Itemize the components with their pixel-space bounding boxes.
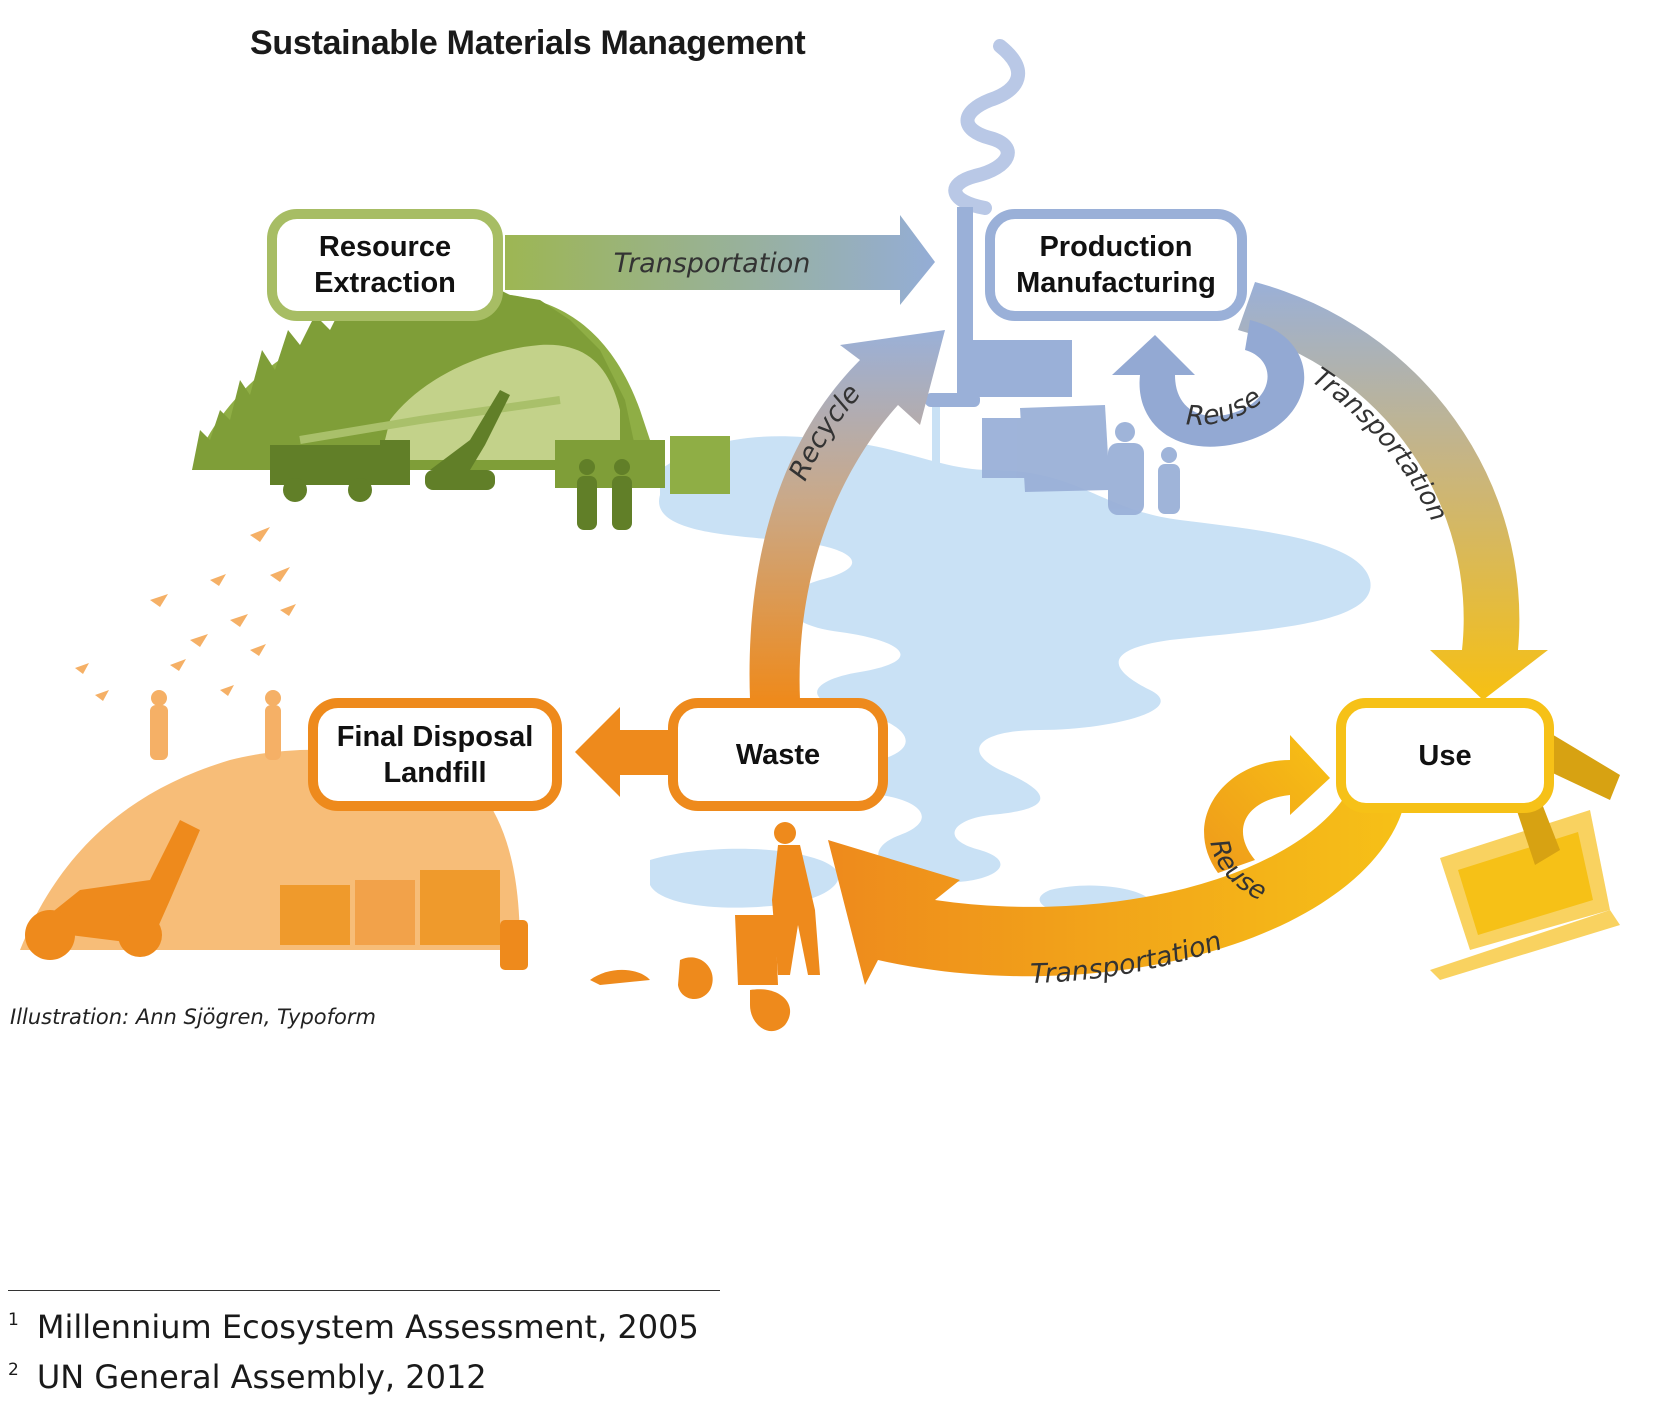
- node-waste: Waste: [668, 698, 888, 811]
- node-waste-label: Waste: [735, 738, 821, 771]
- flow-label-transport-top: Transportation: [614, 248, 811, 279]
- disposal-arrow: [575, 707, 680, 797]
- footnote-1-number: 1: [8, 1310, 19, 1330]
- footnote-1: 1 Millennium Ecosystem Assessment, 2005: [8, 1308, 699, 1346]
- mine-illustration: [192, 285, 730, 530]
- node-resource-line2: Extraction: [314, 267, 456, 299]
- shacks-blue-illustration: [982, 405, 1180, 515]
- footnote-2: 2 UN General Assembly, 2012: [8, 1358, 487, 1396]
- factory-illustration: [925, 207, 1072, 470]
- birds-illustration: [75, 527, 296, 701]
- transport-arrow-right: [1238, 282, 1548, 700]
- transport-arrow-top: [505, 215, 935, 305]
- footnote-1-text: Millennium Ecosystem Assessment, 2005: [36, 1308, 699, 1346]
- diagram-title: Sustainable Materials Management: [250, 24, 806, 62]
- illustration-credit: Illustration: Ann Sjögren, Typoform: [10, 1005, 376, 1029]
- footnote-divider: [8, 1290, 720, 1291]
- node-resource-line1: Resource: [318, 231, 452, 263]
- reuse-loop-use: [1204, 735, 1330, 873]
- recycle-arrow: [749, 330, 945, 700]
- node-production-line1: Production: [1039, 231, 1193, 263]
- node-disposal-line2: Landfill: [383, 756, 487, 789]
- node-production-line2: Manufacturing: [1016, 267, 1216, 299]
- footnote-2-text: UN General Assembly, 2012: [36, 1358, 487, 1396]
- worker-illustration: [590, 822, 820, 1032]
- smoke-illustration: [948, 39, 1026, 215]
- footnote-2-number: 2: [8, 1360, 19, 1380]
- transport-arrow-bottom: [828, 760, 1408, 985]
- node-use-label: Use: [1418, 739, 1472, 772]
- node-disposal-line1: Final Disposal: [336, 720, 534, 753]
- reuse-loop-production: [1112, 320, 1305, 447]
- node-use: Use: [1336, 698, 1554, 813]
